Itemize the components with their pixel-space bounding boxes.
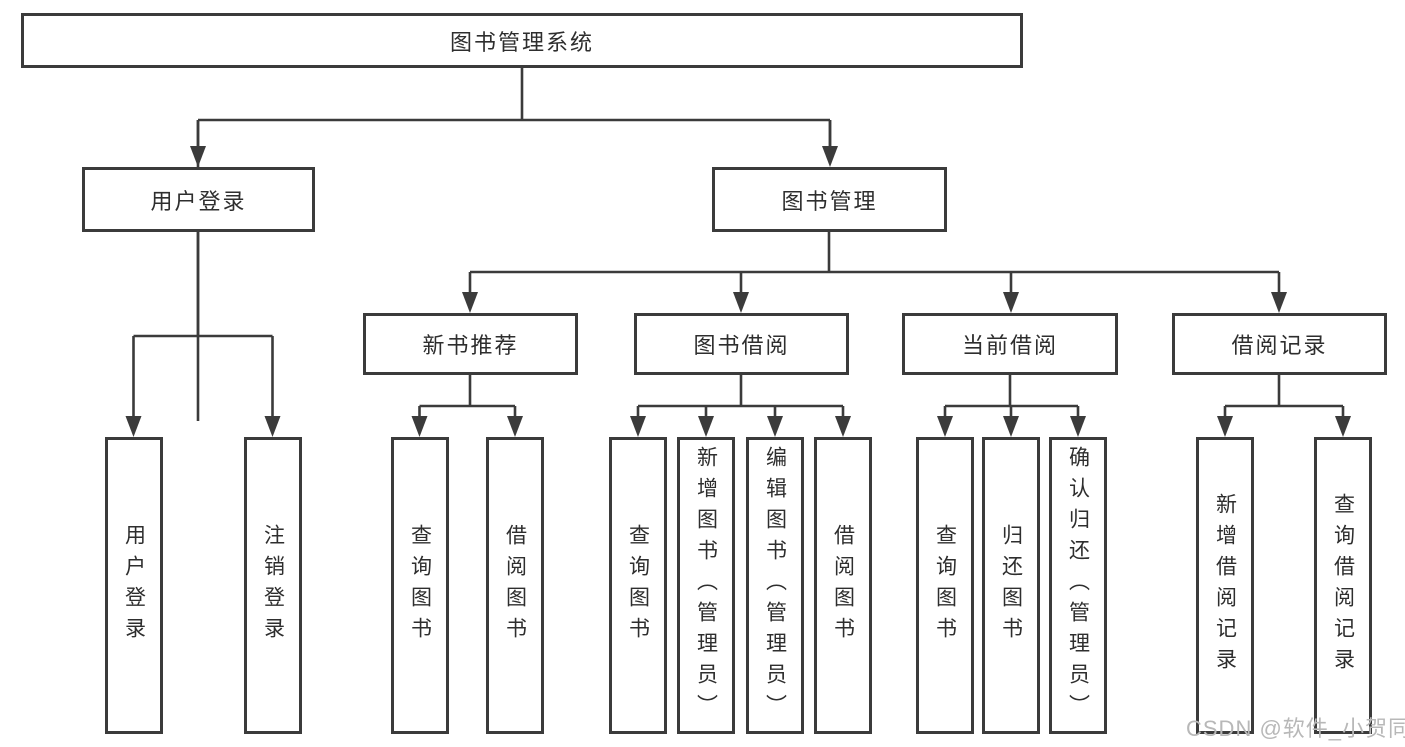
leaf-label: 查询图书	[408, 523, 432, 648]
leaf-label: 查询借阅记录	[1331, 492, 1355, 679]
leaf-label: 用户登录	[122, 523, 146, 648]
node-label: 图书借阅	[693, 333, 790, 358]
leaf-query-borrow-record: 查询借阅记录	[1314, 437, 1372, 734]
leaf-label: 查询图书	[626, 523, 650, 648]
node-current-borrowing: 当前借阅	[902, 313, 1118, 375]
node-book-management: 图书管理	[712, 167, 947, 232]
node-label: 借阅记录	[1231, 333, 1328, 358]
leaf-label: 编辑图书（管理员）	[763, 446, 787, 725]
leaf-label: 借阅图书	[831, 523, 855, 648]
leaf-label: 查询图书	[933, 523, 957, 648]
node-label: 图书管理系统	[449, 29, 594, 55]
leaf-label: 借阅图书	[503, 523, 527, 648]
leaf-logout: 注销登录	[244, 437, 302, 734]
node-user-login: 用户登录	[82, 167, 315, 232]
leaf-user-login: 用户登录	[105, 437, 163, 734]
csdn-watermark: CSDN @软件_小贺同学	[1186, 716, 1405, 741]
node-label: 图书管理	[781, 188, 878, 214]
leaf-label: 确认归还（管理员）	[1066, 446, 1090, 725]
leaf-recommend-borrow-book: 借阅图书	[486, 437, 544, 734]
leaf-edit-book-admin: 编辑图书（管理员）	[746, 437, 804, 734]
leaf-label: 归还图书	[999, 523, 1023, 648]
leaf-return-book: 归还图书	[982, 437, 1040, 734]
leaf-current-query-book: 查询图书	[916, 437, 974, 734]
leaf-confirm-return-admin: 确认归还（管理员）	[1049, 437, 1107, 734]
node-borrowing-records: 借阅记录	[1172, 313, 1387, 375]
leaf-borrow-query-book: 查询图书	[609, 437, 667, 734]
node-new-book-recommendation: 新书推荐	[363, 313, 578, 375]
node-label: 新书推荐	[422, 333, 519, 358]
leaf-borrow-book: 借阅图书	[814, 437, 872, 734]
leaf-add-book-admin: 新增图书（管理员）	[677, 437, 735, 734]
leaf-add-borrow-record: 新增借阅记录	[1196, 437, 1254, 734]
leaf-label: 新增借阅记录	[1213, 492, 1237, 679]
leaf-label: 注销登录	[261, 523, 285, 648]
node-label: 当前借阅	[961, 333, 1058, 358]
leaf-recommend-query-book: 查询图书	[391, 437, 449, 734]
node-label: 用户登录	[150, 188, 247, 214]
node-book-borrowing: 图书借阅	[634, 313, 849, 375]
node-library-management-system: 图书管理系统	[21, 13, 1023, 68]
leaf-label: 新增图书（管理员）	[694, 446, 718, 725]
